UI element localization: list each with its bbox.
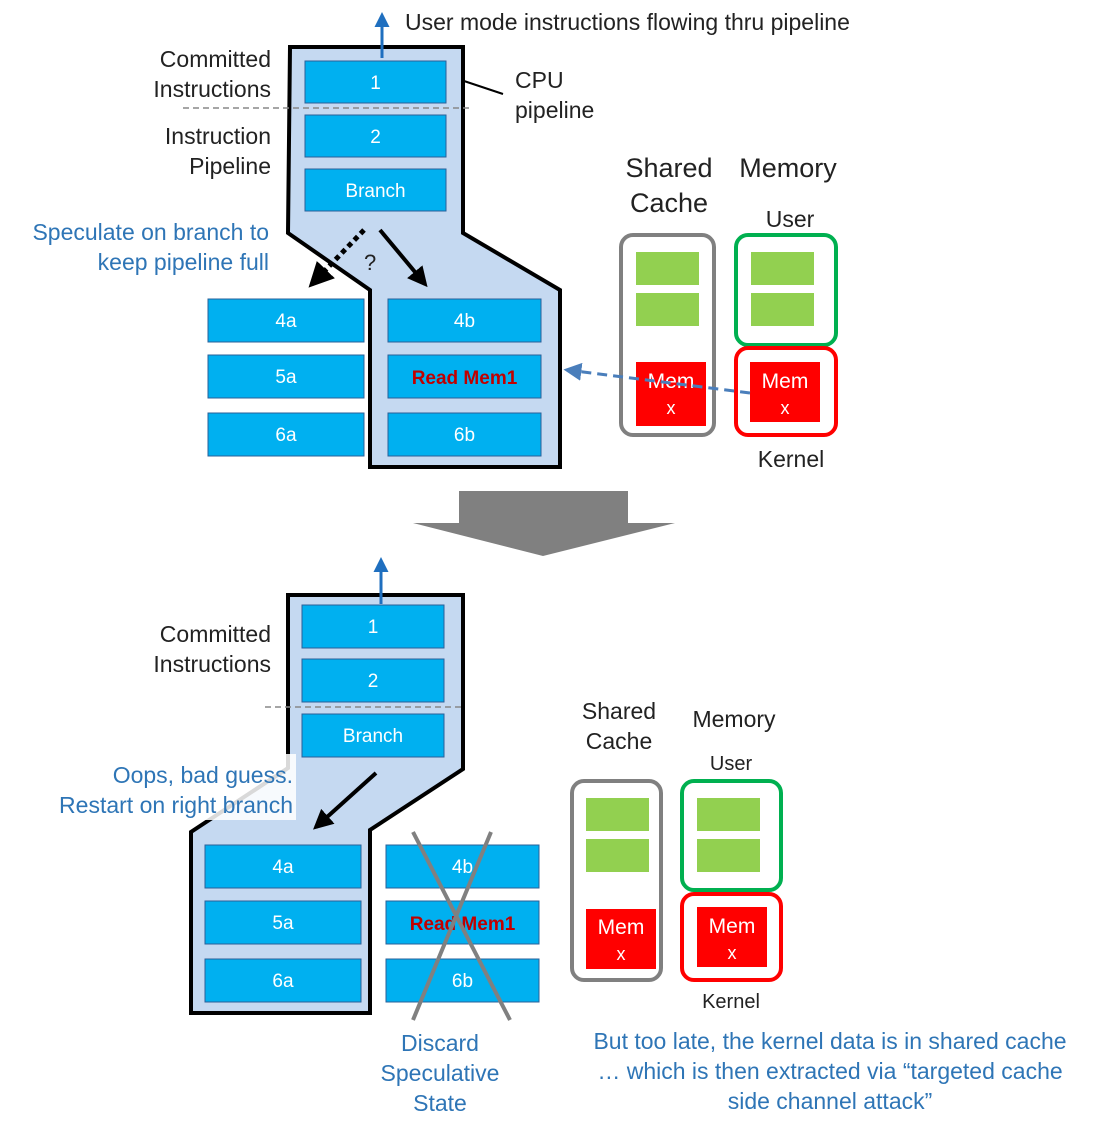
top-shared-label-2: Cache [630, 188, 708, 218]
bottom-stage-6b-label: 6b [452, 971, 473, 992]
top-stage-1-label: 1 [370, 73, 381, 94]
bottom-stage-2-label: 2 [368, 671, 379, 692]
bottom-stage-1 [301, 604, 445, 649]
top-stage-4b [387, 298, 542, 343]
bottom-user-label: User [710, 753, 753, 775]
top-stage-6b-label: 6b [454, 425, 475, 446]
top-stage-6a [207, 412, 365, 457]
bottom-stage-2 [301, 658, 445, 703]
bottom-committed-1: Committed [160, 621, 271, 647]
bottom-cache-line-1 [586, 798, 649, 831]
bottom-shared-label-1: Shared [582, 698, 656, 724]
top-committed-2: Instructions [153, 76, 271, 102]
top-committed-1: Committed [160, 46, 271, 72]
top-user-label: User [766, 206, 815, 232]
top-header-text: User mode instructions flowing thru pipe… [405, 9, 850, 35]
top-stage-6a-label: 6a [275, 425, 297, 446]
discard-text-2: Speculative [381, 1060, 500, 1086]
top-cache-line-2 [636, 293, 699, 326]
bottom-stage-6a [204, 958, 362, 1003]
bottom-kernel-label: Kernel [702, 991, 760, 1013]
top-kernel-mem [750, 362, 820, 422]
cpu-callout-line [463, 80, 504, 95]
conclusion-text-1: But too late, the kernel data is in shar… [593, 1028, 1066, 1054]
top-kernel-mem-label-2: x [781, 398, 790, 418]
top-cache-mem-label-1: Mem [648, 370, 695, 393]
bottom-committed-2: Instructions [153, 651, 271, 677]
top-kernel-mem-label-1: Mem [762, 370, 809, 393]
top-stage-read-mem [387, 354, 542, 399]
oops-text-2: Restart on right branch [59, 792, 293, 818]
bottom-stage-branch-label: Branch [343, 726, 403, 747]
top-stage-branch [304, 168, 447, 212]
speculate-text-1: Speculate on branch to [32, 219, 269, 245]
top-stage-branch-label: Branch [345, 181, 405, 202]
bottom-kernel-mem-label-1: Mem [709, 915, 756, 938]
bottom-cache-mem [586, 909, 656, 969]
speculative-branch-arrow [308, 228, 366, 288]
bottom-stage-branch [301, 713, 445, 758]
top-memory-label: Memory [739, 153, 837, 183]
bottom-kernel-mem-label-2: x [728, 943, 737, 963]
bottom-user-line-1 [697, 798, 760, 831]
top-shared-label-1: Shared [625, 153, 712, 183]
bottom-stage-read-mem [385, 900, 540, 945]
bottom-stage-5a-label: 5a [272, 913, 294, 934]
top-stage-6b [387, 412, 542, 457]
bottom-stage-4a [204, 844, 362, 889]
bottom-user-memory [680, 779, 783, 892]
top-stage-4a-label: 4a [275, 311, 297, 332]
top-pipeline-label-1: Instruction [165, 123, 271, 149]
top-cache-mem-label-2: x [667, 398, 676, 418]
top-user-line-1 [751, 252, 814, 285]
bottom-memory-label: Memory [692, 706, 776, 732]
restart-branch-arrow [313, 771, 378, 830]
top-stage-4a [207, 298, 365, 343]
bottom-stage-4b [385, 844, 540, 889]
taken-branch-arrow [378, 228, 428, 288]
top-cache-mem [636, 362, 706, 426]
discard-cross-line-1 [411, 831, 512, 1021]
bottom-kernel-mem [697, 907, 767, 967]
speculate-text-2: keep pipeline full [98, 249, 269, 275]
top-user-line-2 [751, 293, 814, 326]
top-stage-5a-label: 5a [275, 367, 297, 388]
transition-down-arrow [413, 491, 675, 556]
bottom-cache-mem-label-1: Mem [598, 916, 645, 939]
bottom-stage-4a-label: 4a [272, 857, 294, 878]
discard-cross-line-2 [411, 831, 493, 1021]
bottom-user-line-2 [697, 839, 760, 872]
top-stage-read-mem-label: Read Mem1 [412, 368, 518, 389]
top-cache-line-1 [636, 252, 699, 285]
bottom-stage-4b-label: 4b [452, 857, 473, 878]
bottom-stage-6b [385, 958, 540, 1003]
top-stage-1 [304, 60, 447, 104]
cpu-label-2: pipeline [515, 97, 594, 123]
bottom-cache-line-2 [586, 839, 649, 872]
conclusion-text-3: side channel attack” [728, 1088, 933, 1114]
discard-text-1: Discard [401, 1030, 479, 1056]
top-stage-5a [207, 354, 365, 399]
bottom-panel: Committed Instructions Oops, bad guess. … [59, 557, 1067, 1116]
oops-text-1: Oops, bad guess. [113, 762, 293, 788]
top-panel: User mode instructions flowing thru pipe… [32, 9, 849, 472]
top-kernel-label: Kernel [758, 446, 824, 472]
top-stage-4b-label: 4b [454, 311, 475, 332]
top-stage-2-label: 2 [370, 127, 381, 148]
top-user-memory [734, 233, 838, 347]
bottom-stage-6a-label: 6a [272, 971, 294, 992]
oops-text-backdrop [100, 754, 296, 820]
top-pipeline-label-2: Pipeline [189, 153, 271, 179]
branch-question: ? [364, 250, 376, 275]
conclusion-text-2: … which is then extracted via “targeted … [597, 1058, 1062, 1084]
bottom-stage-5a [204, 900, 362, 945]
bottom-shared-label-2: Cache [586, 728, 652, 754]
memory-load-arrow [563, 362, 751, 395]
bottom-stage-1-label: 1 [368, 617, 379, 638]
discard-text-3: State [413, 1090, 467, 1116]
top-stage-2 [304, 114, 447, 158]
cpu-label-1: CPU [515, 67, 564, 93]
bottom-cache-mem-label-2: x [617, 944, 626, 964]
